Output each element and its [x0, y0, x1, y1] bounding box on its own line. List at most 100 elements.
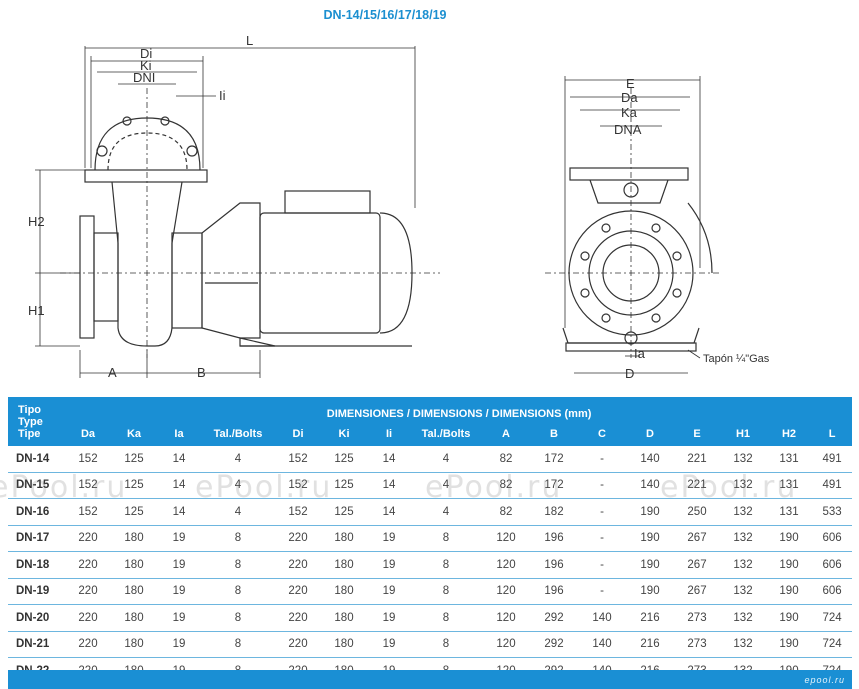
label-D: D: [625, 366, 634, 381]
table-cell: 4: [410, 446, 482, 473]
table-cell: 8: [410, 525, 482, 552]
type-header: Tipo Type Tipe: [8, 397, 66, 446]
table-cell: 190: [766, 578, 812, 605]
table-cell: 491: [812, 446, 853, 473]
table-cell: 19: [368, 604, 410, 632]
table-cell: 273: [674, 604, 720, 632]
table-cell: 533: [812, 498, 853, 526]
table-cell: 140: [578, 604, 626, 632]
table-cell: 196: [530, 578, 578, 605]
model-cell: DN-17: [8, 525, 66, 552]
label-Ka: Ka: [621, 105, 638, 120]
table-cell: 292: [530, 631, 578, 658]
label-A: A: [108, 365, 117, 380]
table-cell: 14: [158, 446, 200, 473]
watermark: ePool.ru: [660, 470, 798, 505]
table-cell: 8: [200, 631, 276, 658]
terminal-box: [284, 190, 371, 214]
column-header: Tal./Bolts: [200, 422, 276, 446]
table-cell: 125: [320, 446, 368, 473]
column-header: Di: [276, 422, 320, 446]
label-tapon: Tapón ¼"Gas: [703, 353, 770, 365]
bolt-hole: [122, 116, 132, 126]
table-cell: 182: [530, 498, 578, 526]
column-header: Ki: [320, 422, 368, 446]
table-cell: 152: [66, 498, 110, 526]
table-cell: 14: [368, 472, 410, 499]
lantern: [201, 202, 261, 339]
table-cell: 190: [626, 525, 674, 552]
table-cell: 132: [720, 631, 766, 658]
dimensions-header: DIMENSIONES / DIMENSIONS / DIMENSIONS (m…: [66, 397, 853, 422]
table-cell: 120: [482, 525, 530, 552]
bolt-hole: [160, 116, 170, 126]
table-cell: 172: [530, 472, 578, 499]
table-cell: 19: [368, 578, 410, 605]
table-cell: 132: [720, 604, 766, 632]
model-cell: DN-18: [8, 551, 66, 579]
table-cell: 220: [66, 578, 110, 605]
table-cell: -: [578, 498, 626, 526]
label-Ki: Ki: [140, 58, 152, 73]
table-cell: 8: [410, 551, 482, 579]
table-cell: 132: [720, 551, 766, 579]
table-cell: 606: [812, 525, 853, 552]
model-cell: DN-21: [8, 631, 66, 658]
table-cell: 220: [276, 631, 320, 658]
table-cell: 221: [674, 446, 720, 473]
table-cell: -: [578, 525, 626, 552]
table-cell: 120: [482, 604, 530, 632]
table-cell: 19: [158, 604, 200, 632]
table-cell: 606: [812, 551, 853, 579]
table-cell: 292: [530, 604, 578, 632]
column-header: Tal./Bolts: [410, 422, 482, 446]
table-cell: 131: [766, 472, 812, 499]
table-cell: 220: [276, 551, 320, 579]
table-cell: 180: [110, 525, 158, 552]
dimensions-table: Tipo Type Tipe DIMENSIONES / DIMENSIONS …: [8, 397, 853, 684]
model-cell: DN-19: [8, 578, 66, 605]
table-cell: 132: [720, 472, 766, 499]
table-cell: 19: [158, 578, 200, 605]
column-header: Ka: [110, 422, 158, 446]
table-cell: 724: [812, 604, 853, 632]
label-H1: H1: [28, 303, 45, 318]
table-cell: 180: [110, 604, 158, 632]
table-cell: 125: [320, 498, 368, 526]
outlet-flange: [79, 215, 95, 339]
table-cell: 19: [158, 525, 200, 552]
column-header: D: [626, 422, 674, 446]
page-title: DN-14/15/16/17/18/19: [323, 8, 447, 22]
column-header: E: [674, 422, 720, 446]
table-cell: 140: [626, 446, 674, 473]
watermark: ePool.ru: [0, 470, 128, 505]
table-cell: 216: [626, 631, 674, 658]
table-cell: 190: [766, 525, 812, 552]
table-cell: 273: [674, 631, 720, 658]
table-cell: 120: [482, 578, 530, 605]
bolt-hole: [186, 145, 198, 157]
label-Di: Di: [140, 46, 152, 61]
table-cell: 180: [320, 551, 368, 579]
table-cell: 4: [200, 498, 276, 526]
watermark: ePool.ru: [195, 470, 333, 505]
table-cell: 125: [110, 498, 158, 526]
pump-body: [111, 181, 183, 347]
table-cell: 180: [110, 551, 158, 579]
table-cell: 180: [320, 578, 368, 605]
table-cell: 190: [626, 498, 674, 526]
table-cell: 220: [66, 551, 110, 579]
table-cell: 8: [200, 604, 276, 632]
column-header: A: [482, 422, 530, 446]
table-cell: 8: [200, 578, 276, 605]
table-cell: 120: [482, 631, 530, 658]
label-B: B: [197, 365, 206, 380]
column-header: Ia: [158, 422, 200, 446]
model-cell: DN-20: [8, 604, 66, 632]
table-cell: 8: [200, 551, 276, 579]
table-cell: 19: [158, 551, 200, 579]
table-cell: 14: [158, 498, 200, 526]
table-cell: 180: [110, 631, 158, 658]
